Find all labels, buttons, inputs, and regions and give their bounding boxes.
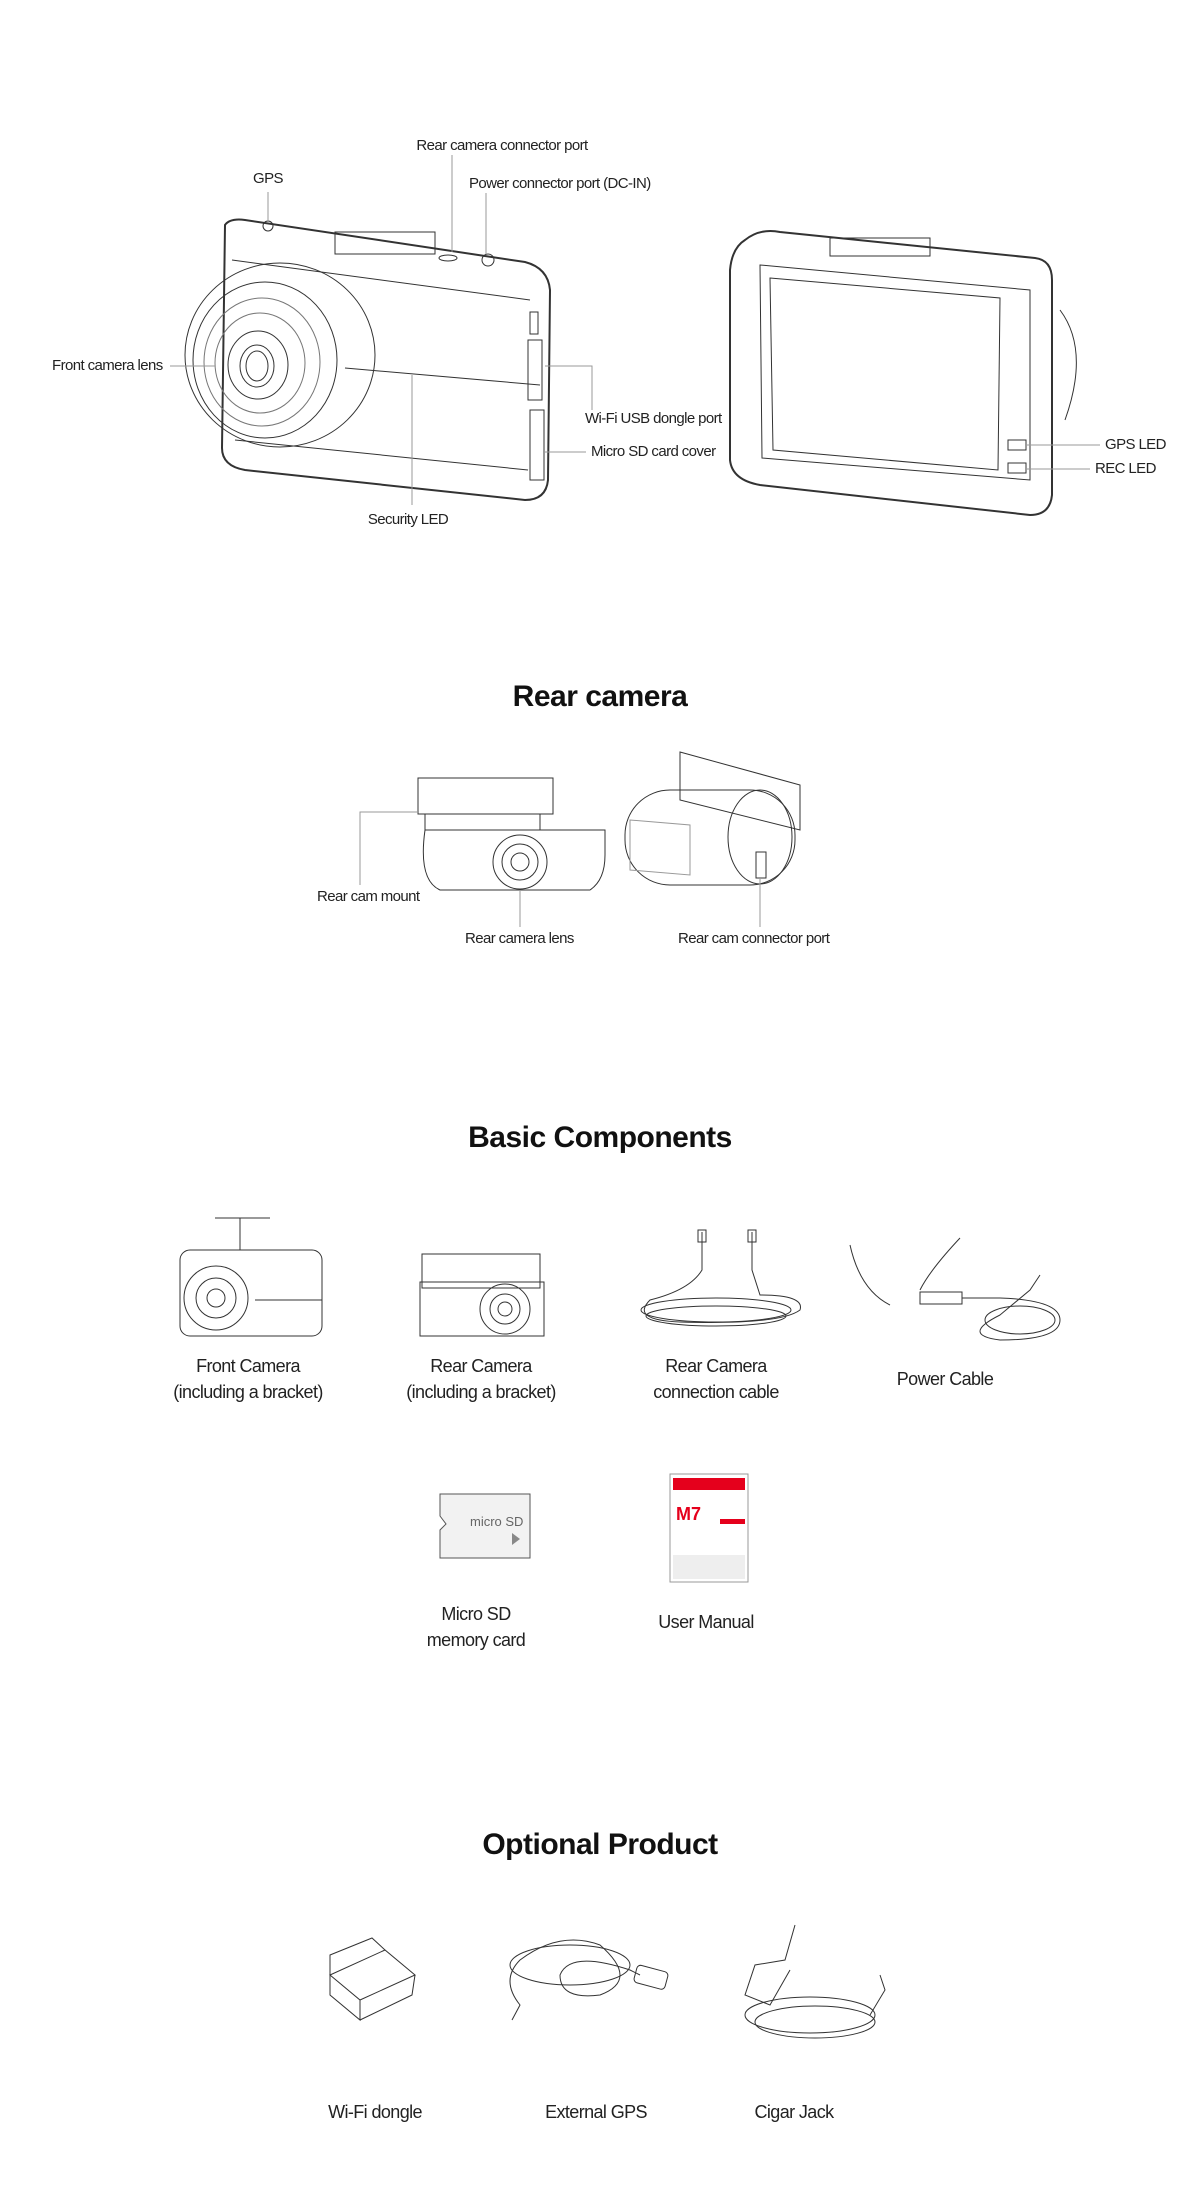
optional-cigar-jack: Cigar Jack	[754, 2102, 834, 2122]
micro-sd-image	[440, 1494, 530, 1558]
optional-external-gps: External GPS	[545, 2102, 647, 2122]
power-cable-image	[850, 1238, 1060, 1340]
caption-line: (including a bracket)	[406, 1382, 556, 1402]
user-manual-image	[670, 1474, 748, 1582]
caption-line: Front Camera	[196, 1356, 300, 1376]
caption-line: Micro SD	[441, 1604, 511, 1624]
caption-line: (including a bracket)	[173, 1382, 323, 1402]
label-rear-camera-lens: Rear camera lens	[465, 930, 574, 947]
leader-lines	[0, 0, 1200, 540]
caption-line: Rear Camera	[665, 1356, 767, 1376]
label-rear-cam-connector-port: Rear cam connector port	[678, 930, 830, 947]
rear-camera-image	[420, 1254, 544, 1336]
wifi-dongle-image	[330, 1938, 415, 2020]
component-front-camera: Front Camera (including a bracket)	[173, 1353, 323, 1405]
label-rec-led: REC LED	[1095, 460, 1156, 477]
rear-view-illustration	[0, 0, 1200, 540]
caption-line: Power Cable	[896, 1369, 994, 1389]
label-micro-sd-card-cover: Micro SD card cover	[591, 443, 716, 460]
component-rear-camera-cable: Rear Camera connection cable	[653, 1353, 779, 1405]
manual-logo-text: M7	[676, 1504, 701, 1524]
optional-wifi-dongle: Wi-Fi dongle	[328, 2102, 422, 2122]
sd-logo-text: micro SD	[470, 1514, 523, 1529]
label-front-camera-lens: Front camera lens	[52, 357, 163, 374]
caption-line: memory card	[426, 1630, 526, 1650]
label-rear-cam-mount: Rear cam mount	[317, 888, 420, 905]
section-title-basic-components: Basic Components	[468, 1121, 732, 1154]
component-micro-sd: Micro SD memory card	[426, 1601, 526, 1653]
component-power-cable: Power Cable	[896, 1366, 994, 1392]
optional-product-images	[0, 0, 1200, 2100]
rear-camera-cable-image	[641, 1230, 801, 1326]
caption-line: connection cable	[653, 1382, 779, 1402]
label-gps: GPS	[253, 170, 283, 187]
label-security-led: Security LED	[367, 511, 449, 528]
component-rear-camera: Rear Camera (including a bracket)	[406, 1353, 556, 1405]
component-user-manual: User Manual	[658, 1609, 754, 1635]
external-gps-image	[510, 1940, 669, 2020]
label-wifi-usb-dongle-port: Wi-Fi USB dongle port	[585, 410, 722, 427]
label-power-connector-port: Power connector port (DC-IN)	[469, 175, 651, 192]
caption-line: Rear Camera	[430, 1356, 532, 1376]
rear-camera-illustration	[0, 0, 1200, 960]
section-title-optional-product: Optional Product	[482, 1828, 718, 1861]
cigar-jack-image	[745, 1925, 885, 2038]
label-gps-led: GPS LED	[1105, 436, 1166, 453]
front-camera-illustration	[0, 0, 560, 520]
front-camera-image	[180, 1218, 322, 1336]
section-title-rear-camera: Rear camera	[512, 680, 688, 713]
component-images: micro SD M7	[0, 0, 1200, 1600]
label-rear-camera-connector-port: Rear camera connector port	[416, 137, 588, 154]
caption-line: User Manual	[658, 1612, 754, 1632]
